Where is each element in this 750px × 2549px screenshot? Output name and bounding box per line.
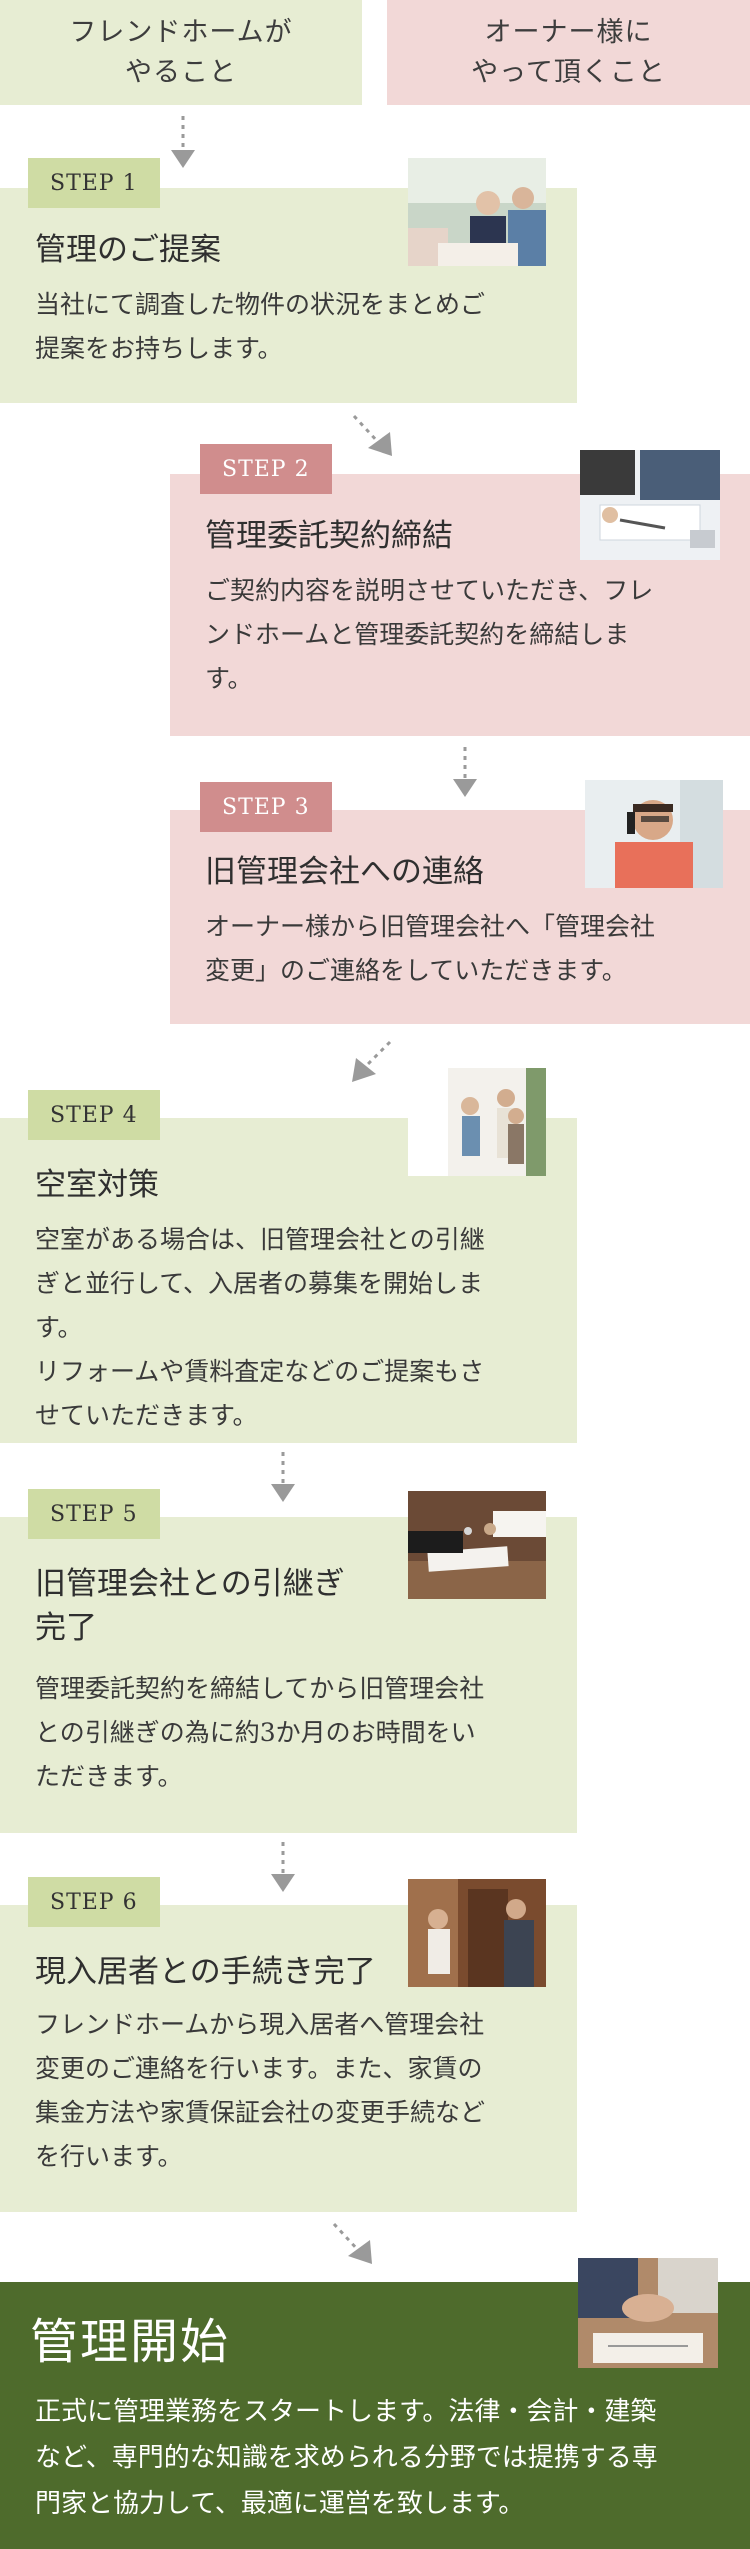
key-handover-photo <box>408 1491 546 1599</box>
down-arrow-icon <box>163 112 203 172</box>
step-badge: STEP 3 <box>200 782 332 832</box>
final-title: 管理開始 <box>30 2314 231 2370</box>
contract-signing-photo <box>580 450 720 560</box>
room-viewing-photo <box>408 1068 546 1176</box>
step-description: ご契約内容を説明させていただき、フレ ンドホームと管理委託契約を締結しま す。 <box>205 576 654 693</box>
step-title: 管理のご提案 <box>35 232 221 268</box>
step-badge: STEP 1 <box>28 158 160 208</box>
step-2-panel: STEP 2 管理委託契約締結 ご契約内容を説明させていただき、フレ ンドホーム… <box>170 444 750 736</box>
header-friendhome: フレンドホームが やること <box>0 0 362 105</box>
down-arrow-icon <box>263 1448 303 1508</box>
diagonal-arrow-icon <box>350 410 392 470</box>
step-4-panel: STEP 4 空室対策 空室がある場合は、旧管理会社との引継 ぎと並行して、入居… <box>0 1068 577 1443</box>
final-description: 正式に管理業務をスタートします。法律・会計・建築 など、専門的な知識を求められる… <box>35 2397 658 2519</box>
step-6-panel: STEP 6 現入居者との手続き完了 フレンドホームから現入居者へ管理会社 変更… <box>0 1877 577 2212</box>
step-title: 現入居者との手続き完了 <box>35 1954 376 1990</box>
step-badge: STEP 2 <box>200 444 332 494</box>
diagonal-arrow-icon <box>350 1036 392 1096</box>
step-description: フレンドホームから現入居者へ管理会社 変更のご連絡を行います。また、家賃の 集金… <box>35 2010 486 2171</box>
step-badge: STEP 6 <box>28 1877 160 1927</box>
step-description: 当社にて調査した物件の状況をまとめご 提案をお持ちします。 <box>35 290 486 363</box>
phone-call-photo <box>585 780 723 888</box>
step-description: 管理委託契約を締結してから旧管理会社 との引継ぎの為に約3か月のお時間をい ただ… <box>35 1674 485 1791</box>
step-3-panel: STEP 3 旧管理会社への連絡 オーナー様から旧管理会社へ「管理会社 変更」の… <box>170 780 750 1024</box>
step-badge: STEP 4 <box>28 1090 160 1140</box>
step-title: 空室対策 <box>35 1167 159 1203</box>
down-arrow-icon <box>445 743 485 803</box>
step-1-panel: STEP 1 管理のご提案 当社にて調査した物件の状況をまとめご 提案をお持ちし… <box>0 158 577 403</box>
doorstep-photo <box>408 1879 546 1987</box>
step-badge: STEP 5 <box>28 1489 160 1539</box>
step-title: 旧管理会社への連絡 <box>205 854 484 890</box>
down-arrow-icon <box>263 1838 303 1898</box>
handshake-photo <box>578 2258 718 2368</box>
meeting-photo <box>408 158 546 266</box>
final-panel: 管理開始 正式に管理業務をスタートします。法律・会計・建築 など、専門的な知識を… <box>0 2258 750 2549</box>
step-description: 空室がある場合は、旧管理会社との引継 ぎと並行して、入居者の募集を開始しま す。… <box>35 1225 485 1430</box>
step-description: オーナー様から旧管理会社へ「管理会社 変更」のご連絡をしていただきます。 <box>205 912 656 985</box>
header-owner: オーナー様に やって頂くこと <box>387 0 750 105</box>
step-title: 管理委託契約締結 <box>205 518 453 554</box>
step-title: 旧管理会社との引継ぎ 完了 <box>35 1566 345 1646</box>
diagonal-arrow-icon <box>330 2218 372 2278</box>
step-5-panel: STEP 5 旧管理会社との引継ぎ 完了 管理委託契約を締結してから旧管理会社 … <box>0 1489 577 1833</box>
